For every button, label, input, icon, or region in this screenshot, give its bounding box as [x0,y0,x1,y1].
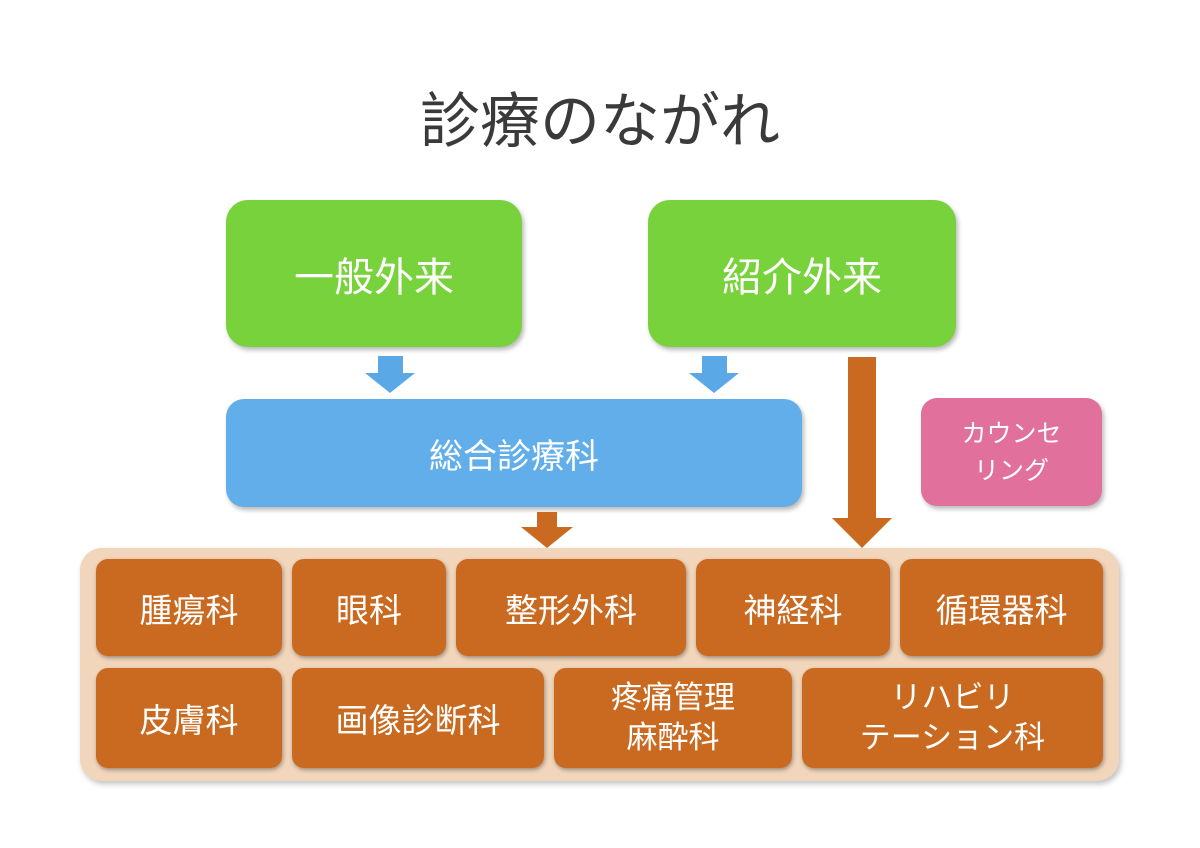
referral-outpatient-box: 紹介外来 [648,200,956,347]
department-neurology-label: 神経科 [743,590,843,630]
arrow-hub-to-departments [521,512,573,548]
general-medicine-label: 総合診療科 [429,436,599,477]
department-pain-anesthesia-label-line-2: 麻酔科 [626,720,720,756]
department-rehabilitation: リハビリ テーション科 [802,668,1103,768]
arrow-general-to-hub [365,356,415,393]
department-diagnostic-imaging: 画像診断科 [292,668,544,768]
general-outpatient-label: 一般外来 [294,254,454,301]
department-orthopedics-label: 整形外科 [505,590,637,630]
department-oncology-label: 腫瘍科 [139,590,239,630]
counseling-label-line-1: カウンセ [961,419,1062,448]
page-title: 診療のながれ [420,87,780,157]
counseling-label-line-2: リング [973,456,1049,485]
department-diagnostic-imaging-label: 画像診断科 [335,701,501,740]
department-pain-anesthesia-label-line-1: 疼痛管理 [611,680,735,716]
general-medicine-box: 総合診療科 [226,399,802,507]
department-oncology: 腫瘍科 [96,559,282,656]
department-rehabilitation-label-line-2: テーション科 [859,720,1046,756]
department-ophthalmology: 眼科 [292,559,446,656]
arrow-referral-to-departments [832,357,892,548]
department-dermatology: 皮膚科 [96,668,282,768]
department-cardiology: 循環器科 [900,559,1103,656]
department-pain-anesthesia: 疼痛管理 麻酔科 [554,668,792,768]
arrow-referral-to-hub [689,356,739,393]
general-outpatient-box: 一般外来 [226,200,522,347]
department-ophthalmology-label: 眼科 [336,590,402,630]
department-rehabilitation-label-line-1: リハビリ [890,680,1015,716]
department-neurology: 神経科 [696,559,890,656]
department-cardiology-label: 循環器科 [935,590,1068,630]
department-orthopedics: 整形外科 [456,559,686,656]
counseling-box: カウンセ リング [921,398,1102,506]
department-dermatology-label: 皮膚科 [139,701,239,740]
referral-outpatient-label: 紹介外来 [722,254,882,301]
